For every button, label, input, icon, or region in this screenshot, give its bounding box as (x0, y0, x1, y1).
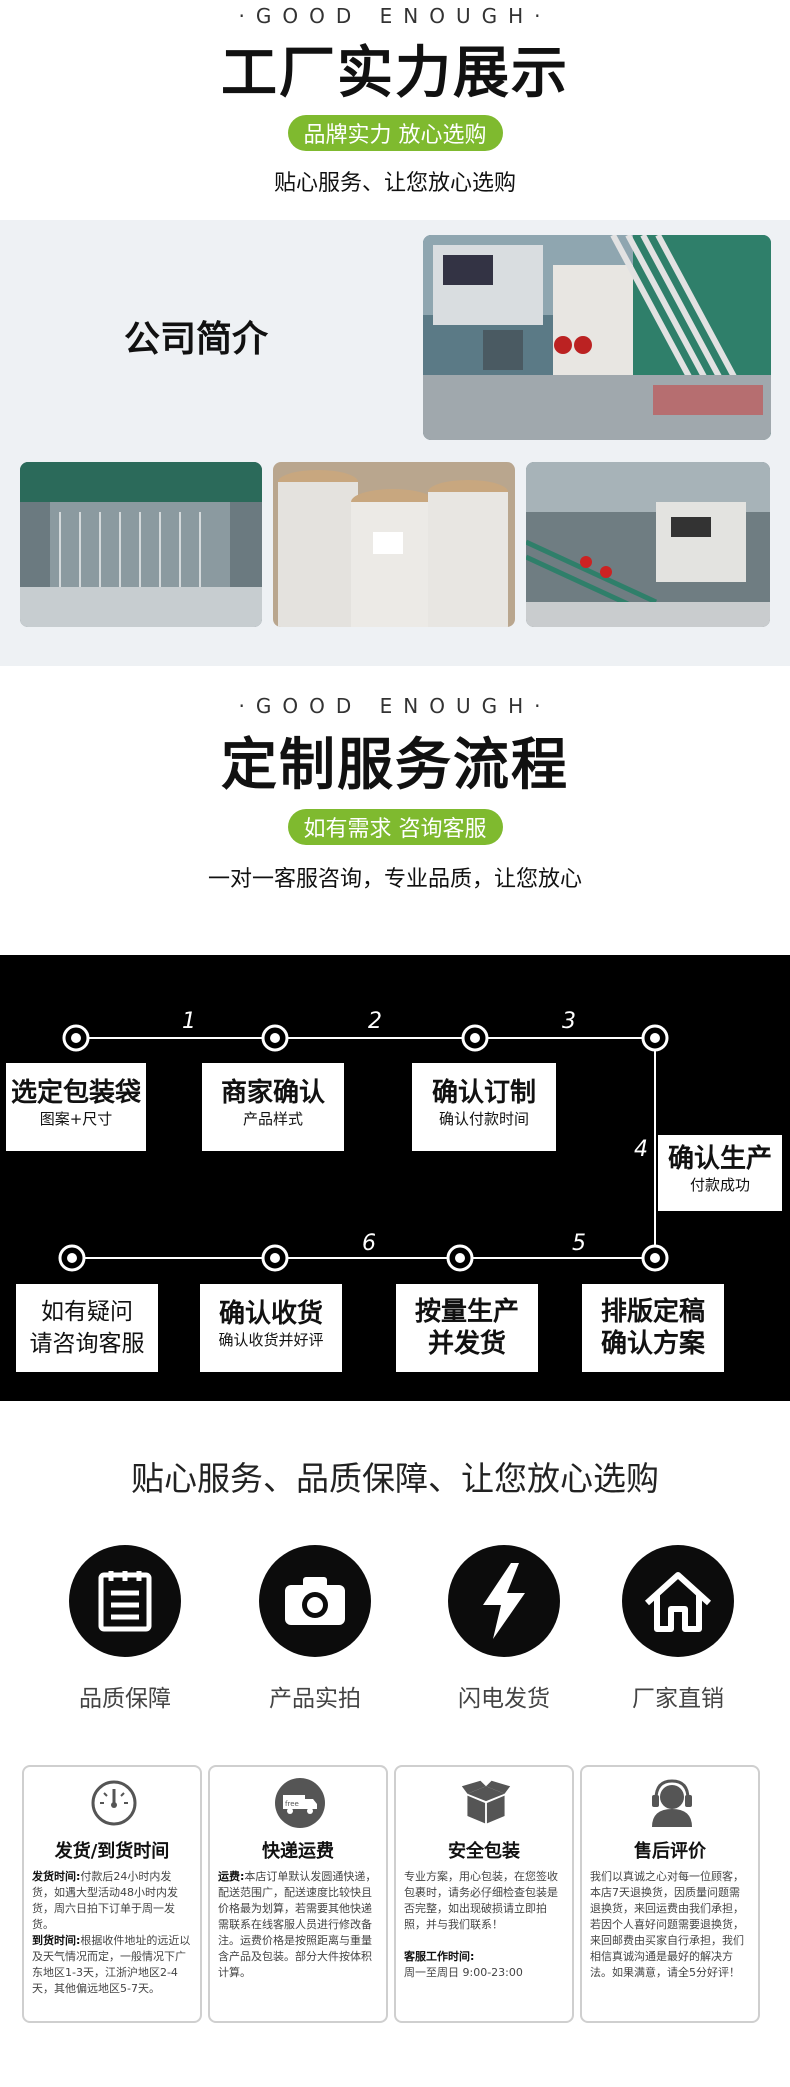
factory-floor-photo (20, 462, 262, 627)
lightning-icon (448, 1545, 560, 1657)
card-after-sales: 售后评价 我们以真诚之心对每一位顾客，本店7天退换货，因质量问题需退换货，来回运… (580, 1765, 760, 2023)
section-factory-header: ·GOOD ENOUGH· 工厂实力展示 品牌实力 放心选购 贴心服务、让您放心… (0, 4, 790, 197)
card-shipping-fee: free 快递运费 运费:本店订单默认发圆通快递，配送范围广，配送速度比较快且价… (208, 1765, 388, 2023)
tagline: ·GOOD ENOUGH· (238, 4, 552, 28)
svg-text:free: free (285, 1800, 299, 1808)
box-icon (460, 1777, 512, 1829)
section-process-header: ·GOOD ENOUGH· 定制服务流程 如有需求 咨询客服 一对一客服咨询，专… (0, 694, 790, 893)
camera-icon (259, 1545, 371, 1657)
card-safe-packaging: 安全包装 专业方案，用心包装，在您签收包裹时，请务必仔细检查包装是否完整，如出现… (394, 1765, 574, 2023)
features-heading: 贴心服务、品质保障、让您放心选购 (131, 1459, 659, 1498)
step-number: 3 (562, 1009, 576, 1034)
process-step-merchant-confirm: 商家确认 产品样式 (202, 1063, 344, 1151)
free-truck-icon: free (274, 1777, 326, 1829)
step-number: 4 (634, 1137, 648, 1162)
film-rolls-photo (273, 462, 515, 627)
headset-icon (646, 1777, 698, 1829)
process-step-confirm-production: 确认生产 付款成功 (658, 1135, 782, 1211)
process-step-confirm-receipt: 确认收货 确认收货并好评 (200, 1284, 342, 1372)
green-pill-label: 如有需求 咨询客服 (287, 809, 503, 845)
feature-real-photos: 产品实拍 (255, 1545, 375, 1713)
feature-quality: 品质保障 (65, 1545, 185, 1713)
step-number: 2 (368, 1009, 382, 1034)
section-subtitle: 贴心服务、让您放心选购 (273, 171, 516, 196)
green-pill-label: 品牌实力 放心选购 (287, 115, 503, 151)
gauge-icon (88, 1777, 140, 1829)
process-connector-lines (58, 1024, 669, 1272)
document-icon (69, 1545, 181, 1657)
custom-process-flow: 1 2 3 4 5 6 选定包装袋 图案+尺寸 商家确认 产品样式 确认订制 确… (0, 955, 790, 1401)
step-number: 1 (182, 1009, 196, 1034)
home-icon (622, 1545, 734, 1657)
feature-factory-direct: 厂家直销 (618, 1545, 738, 1713)
section-title: 定制服务流程 (221, 733, 569, 798)
tagline: ·GOOD ENOUGH· (238, 694, 552, 718)
step-number: 5 (572, 1231, 586, 1256)
section-title: 工厂实力展示 (221, 41, 569, 106)
card-shipping-time: 发货/到货时间 发货时间:付款后24小时内发货，如遇大型活动48小时内发货，周六… (22, 1765, 202, 2023)
process-step-contact-service: 如有疑问 请咨询客服 (16, 1284, 158, 1372)
feature-fast-shipping: 闪电发货 (444, 1545, 564, 1713)
process-step-produce-ship: 按量生产 并发货 (396, 1284, 538, 1372)
step-number: 6 (362, 1231, 376, 1256)
production-line-photo (526, 462, 770, 627)
factory-machine-photo (423, 235, 771, 440)
company-intro-section: 公司简介 (0, 220, 790, 666)
process-step-select-bag: 选定包装袋 图案+尺寸 (6, 1063, 146, 1151)
section-subtitle: 一对一客服咨询，专业品质，让您放心 (207, 867, 582, 892)
company-intro-title: 公司简介 (124, 319, 269, 360)
process-step-confirm-order: 确认订制 确认付款时间 (412, 1063, 556, 1151)
process-step-layout-finalize: 排版定稿 确认方案 (582, 1284, 724, 1372)
